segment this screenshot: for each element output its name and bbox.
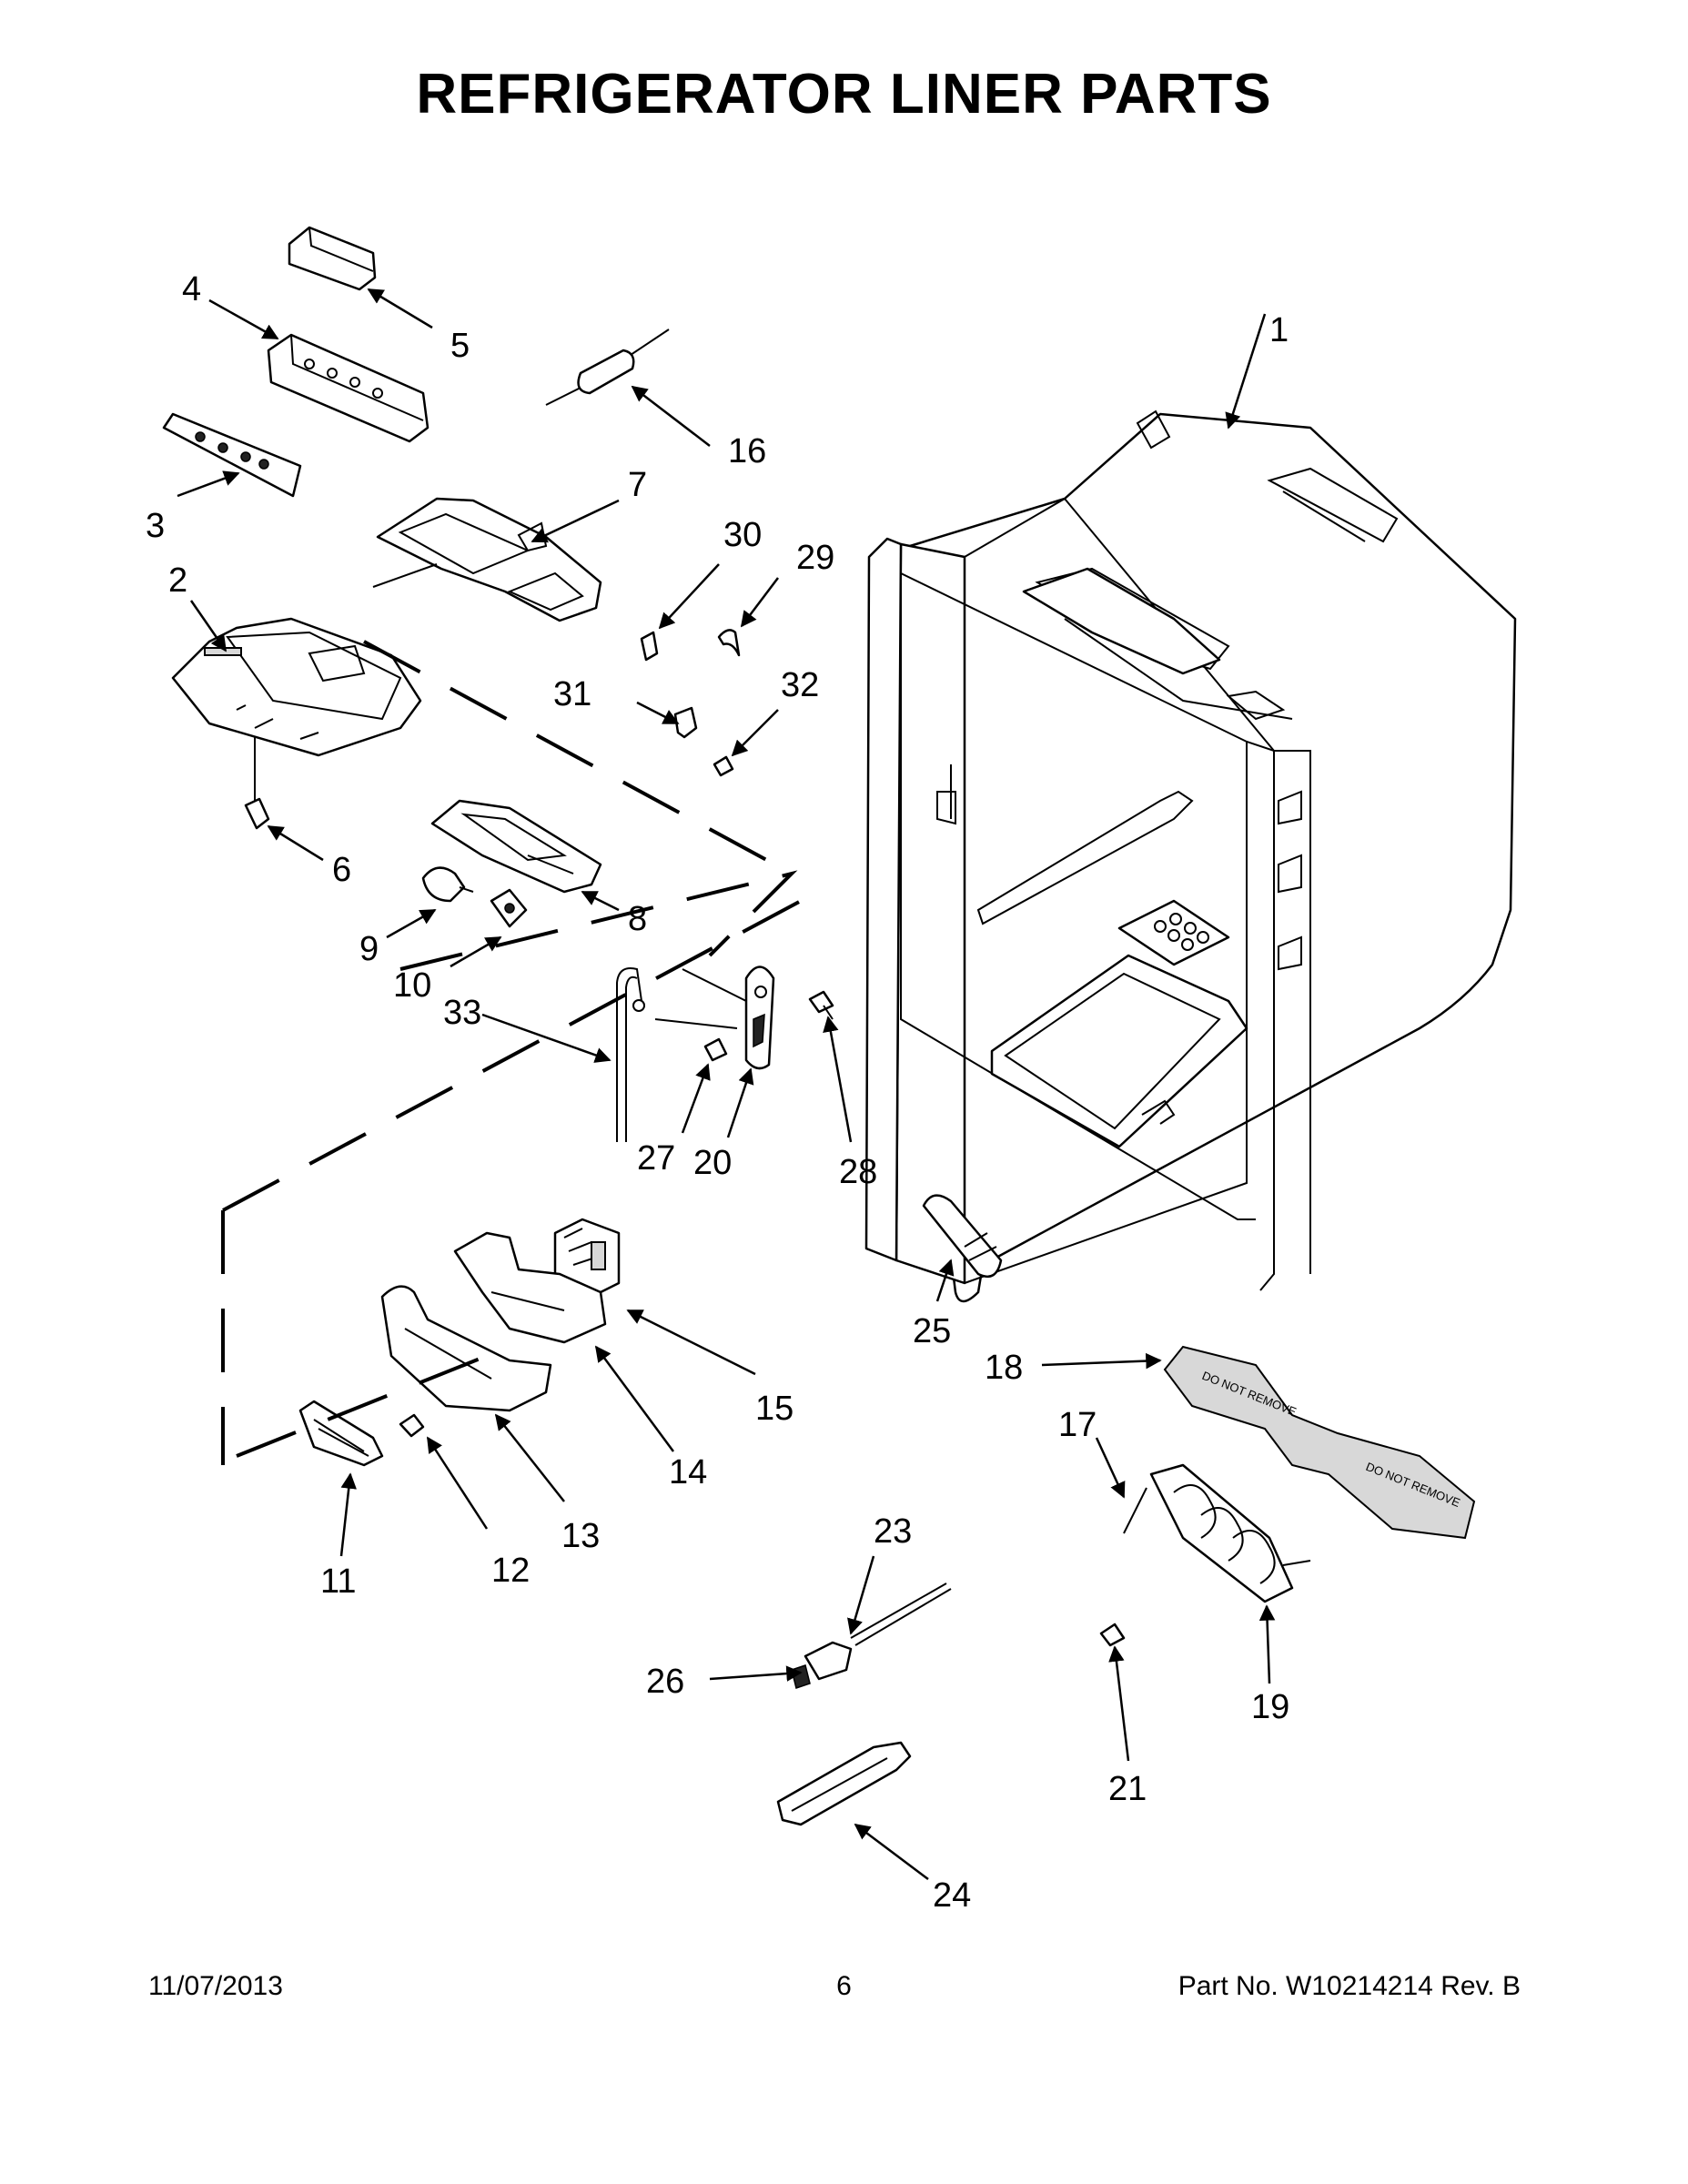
callout-29: 29 [796,539,834,577]
callout-17: 17 [1058,1406,1097,1444]
callout-12: 12 [491,1552,530,1590]
callout-23: 23 [874,1512,912,1551]
callout-26: 26 [646,1663,684,1701]
footer-date: 11/07/2013 [148,1971,283,2001]
part-6-clip [244,797,270,830]
part-10-socket [490,888,528,928]
callout-1: 1 [1269,311,1289,349]
callout-15: 15 [755,1390,793,1428]
part-7-cover [376,497,602,622]
part-9-bulb [421,866,474,903]
callout-30: 30 [723,516,762,554]
callout-14: 14 [669,1453,707,1491]
callout-31: 31 [553,675,591,713]
part-24-bracket [776,1741,912,1826]
footer-part-number: Part No. W10214214 Rev. B [1178,1971,1521,2001]
callout-11: 11 [320,1562,356,1601]
part-1-liner [864,410,1517,1303]
part-30-clip [640,631,659,662]
part-11-grille [298,1400,384,1467]
part-21-screw [1099,1623,1126,1647]
callout-18: 18 [985,1349,1023,1387]
part-23-26-thermostat [791,1582,952,1689]
dashed-line-bottom [236,1345,510,1458]
callout-28: 28 [839,1153,877,1191]
callout-5: 5 [450,327,470,365]
callout-19: 19 [1251,1688,1289,1726]
callout-3: 3 [146,507,165,545]
dashed-line-upper [363,640,793,875]
callout-2: 2 [168,561,187,600]
callout-9: 9 [359,930,379,968]
part-33-tube [616,967,645,1142]
callout-6: 6 [332,851,351,889]
callout-16: 16 [728,432,766,470]
dashed-line-lower [222,899,802,1212]
part-12-screw [399,1413,425,1438]
part-17-heater-assembly [1123,1463,1311,1603]
part-2-light-housing [171,617,422,757]
callout-7: 7 [628,466,647,504]
callout-4: 4 [182,270,201,308]
dashed-line-mid [399,870,798,971]
part-4-housing [267,333,430,443]
part-16-resistor [545,329,670,406]
callout-24: 24 [933,1876,971,1915]
callout-32: 32 [781,666,819,704]
callout-labels: 1 2 3 4 5 6 7 8 9 10 11 12 13 14 15 16 1… [146,270,1289,1915]
callout-20: 20 [693,1144,732,1182]
callout-21: 21 [1108,1770,1147,1808]
part-29-clip [717,629,741,657]
part-3-panel [162,412,302,498]
part-25-cylinder [922,1194,1003,1279]
callout-8: 8 [628,900,647,938]
callout-10: 10 [393,966,431,1005]
part-31-bracket [673,706,698,739]
part-8-lens [430,799,602,894]
part-20-light-cover [744,966,775,1070]
callout-33: 33 [443,994,481,1032]
footer-page-number: 6 [836,1971,852,2001]
callout-13: 13 [561,1517,600,1555]
part-27-clip [703,1037,728,1062]
page-title: REFRIGERATOR LINER PARTS [416,63,1272,126]
part-14-housing [453,1231,607,1344]
part-28-screw [808,990,834,1020]
callout-27: 27 [637,1139,675,1178]
part-5-bracket [288,226,377,291]
callout-25: 25 [913,1312,951,1350]
part-32-clip [713,755,734,777]
